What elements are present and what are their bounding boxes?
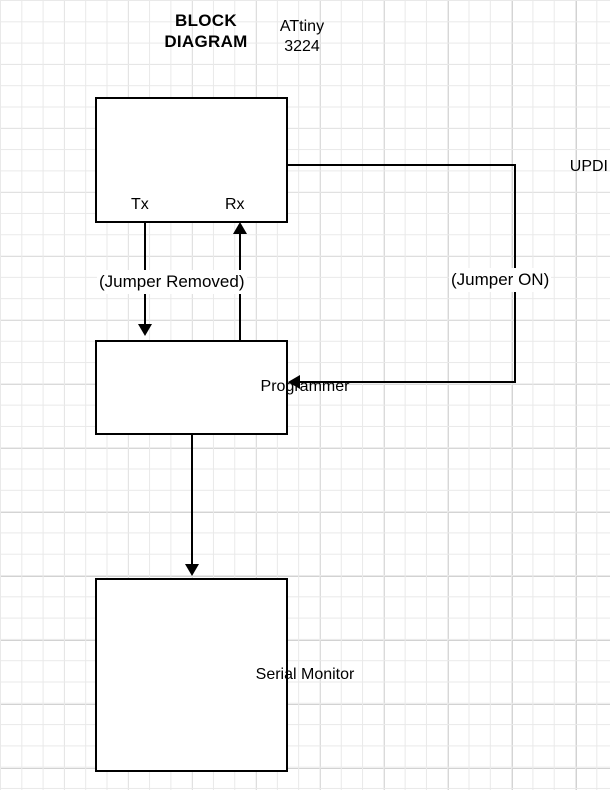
- arrowhead-programmer-left-icon: [288, 375, 300, 389]
- title-line-2: DIAGRAM: [164, 32, 248, 51]
- pin-label-updi: UPDI: [569, 158, 608, 175]
- arrowhead-tx-down-icon: [138, 324, 152, 336]
- pin-label-rx: Rx: [225, 196, 245, 213]
- edge-label-jumper-on: (Jumper ON): [449, 268, 552, 292]
- attiny-name-line-2: 3224: [284, 38, 320, 55]
- page-title: BLOCK DIAGRAM: [145, 10, 267, 52]
- block-attiny[interactable]: [95, 97, 288, 223]
- edge-label-jumper-removed: (Jumper Removed): [97, 270, 247, 294]
- block-programmer-label: Programmer: [260, 378, 350, 395]
- block-serial-monitor-label: Serial Monitor: [255, 666, 355, 683]
- block-attiny-label: ATtiny 3224: [0, 17, 610, 57]
- connector-programmer-to-serial-monitor: [191, 435, 193, 570]
- pin-label-tx: Tx: [131, 196, 149, 213]
- attiny-name-line-1: ATtiny: [279, 18, 325, 35]
- arrowhead-rx-up-icon: [233, 222, 247, 234]
- arrowhead-serial-down-icon: [185, 564, 199, 576]
- title-line-1: BLOCK: [175, 11, 237, 30]
- block-programmer[interactable]: [95, 340, 288, 435]
- block-serial-monitor[interactable]: [95, 578, 288, 772]
- connector-updi-horizontal: [288, 164, 516, 166]
- connector-updi-to-programmer: [296, 381, 516, 383]
